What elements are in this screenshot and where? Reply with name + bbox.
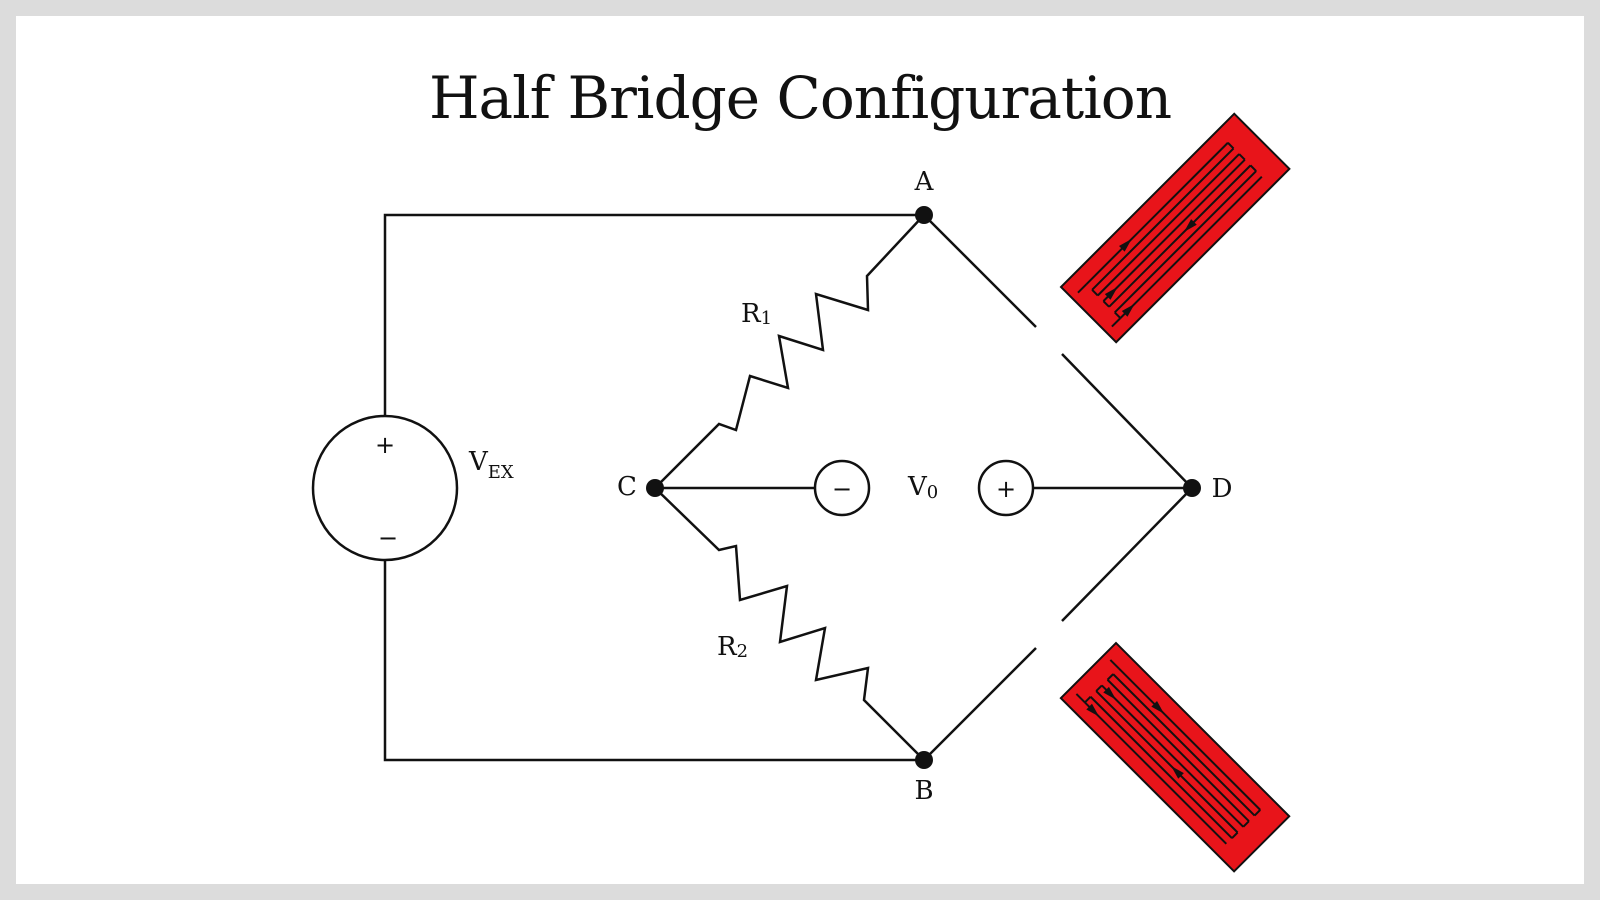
diagram-frame: Half Bridge Configuration: [16, 16, 1584, 884]
node-c: [646, 479, 664, 497]
wire-gauge-to-d-top: [1061, 353, 1193, 489]
node-d: [1183, 479, 1201, 497]
wire-top: [383, 213, 924, 416]
node-b: [915, 751, 933, 769]
wire-a-to-gauge: [923, 214, 1037, 328]
diagram-title: Half Bridge Configuration: [428, 64, 1172, 132]
vo-minus-sign: −: [832, 475, 852, 503]
strain-gauge-top: [1060, 112, 1291, 344]
r1-label: R1: [741, 299, 772, 329]
source-plus-sign: +: [375, 431, 395, 459]
strain-gauge-icon: [1059, 642, 1291, 873]
vo-plus-terminal: [977, 459, 1035, 517]
vo-minus-terminal: [813, 459, 871, 517]
vo-plus-sign: +: [996, 475, 1016, 503]
strain-gauge-bottom: [1059, 642, 1291, 873]
source-label: VEX: [468, 447, 514, 483]
wire-d-to-gauge-bottom: [1061, 487, 1193, 622]
voltage-source-icon: [311, 414, 459, 562]
resistor-r2: [654, 487, 925, 761]
source-minus-sign: −: [378, 524, 398, 552]
node-a-label: A: [914, 167, 935, 197]
vo-label: V0: [907, 472, 938, 503]
node-a: [915, 206, 933, 224]
node-c-label: C: [617, 472, 637, 502]
r2-label: R2: [717, 632, 748, 662]
circuit-diagram: + − VEX − + V0 A B C D R1 R2: [311, 112, 1291, 873]
node-b-label: B: [914, 776, 933, 806]
resistor-r1: [654, 214, 925, 489]
wire-gauge-to-b: [923, 647, 1037, 761]
strain-gauge-icon: [1060, 112, 1291, 344]
node-d-label: D: [1212, 474, 1233, 504]
wires: [383, 213, 1193, 762]
wire-bottom: [383, 560, 924, 762]
